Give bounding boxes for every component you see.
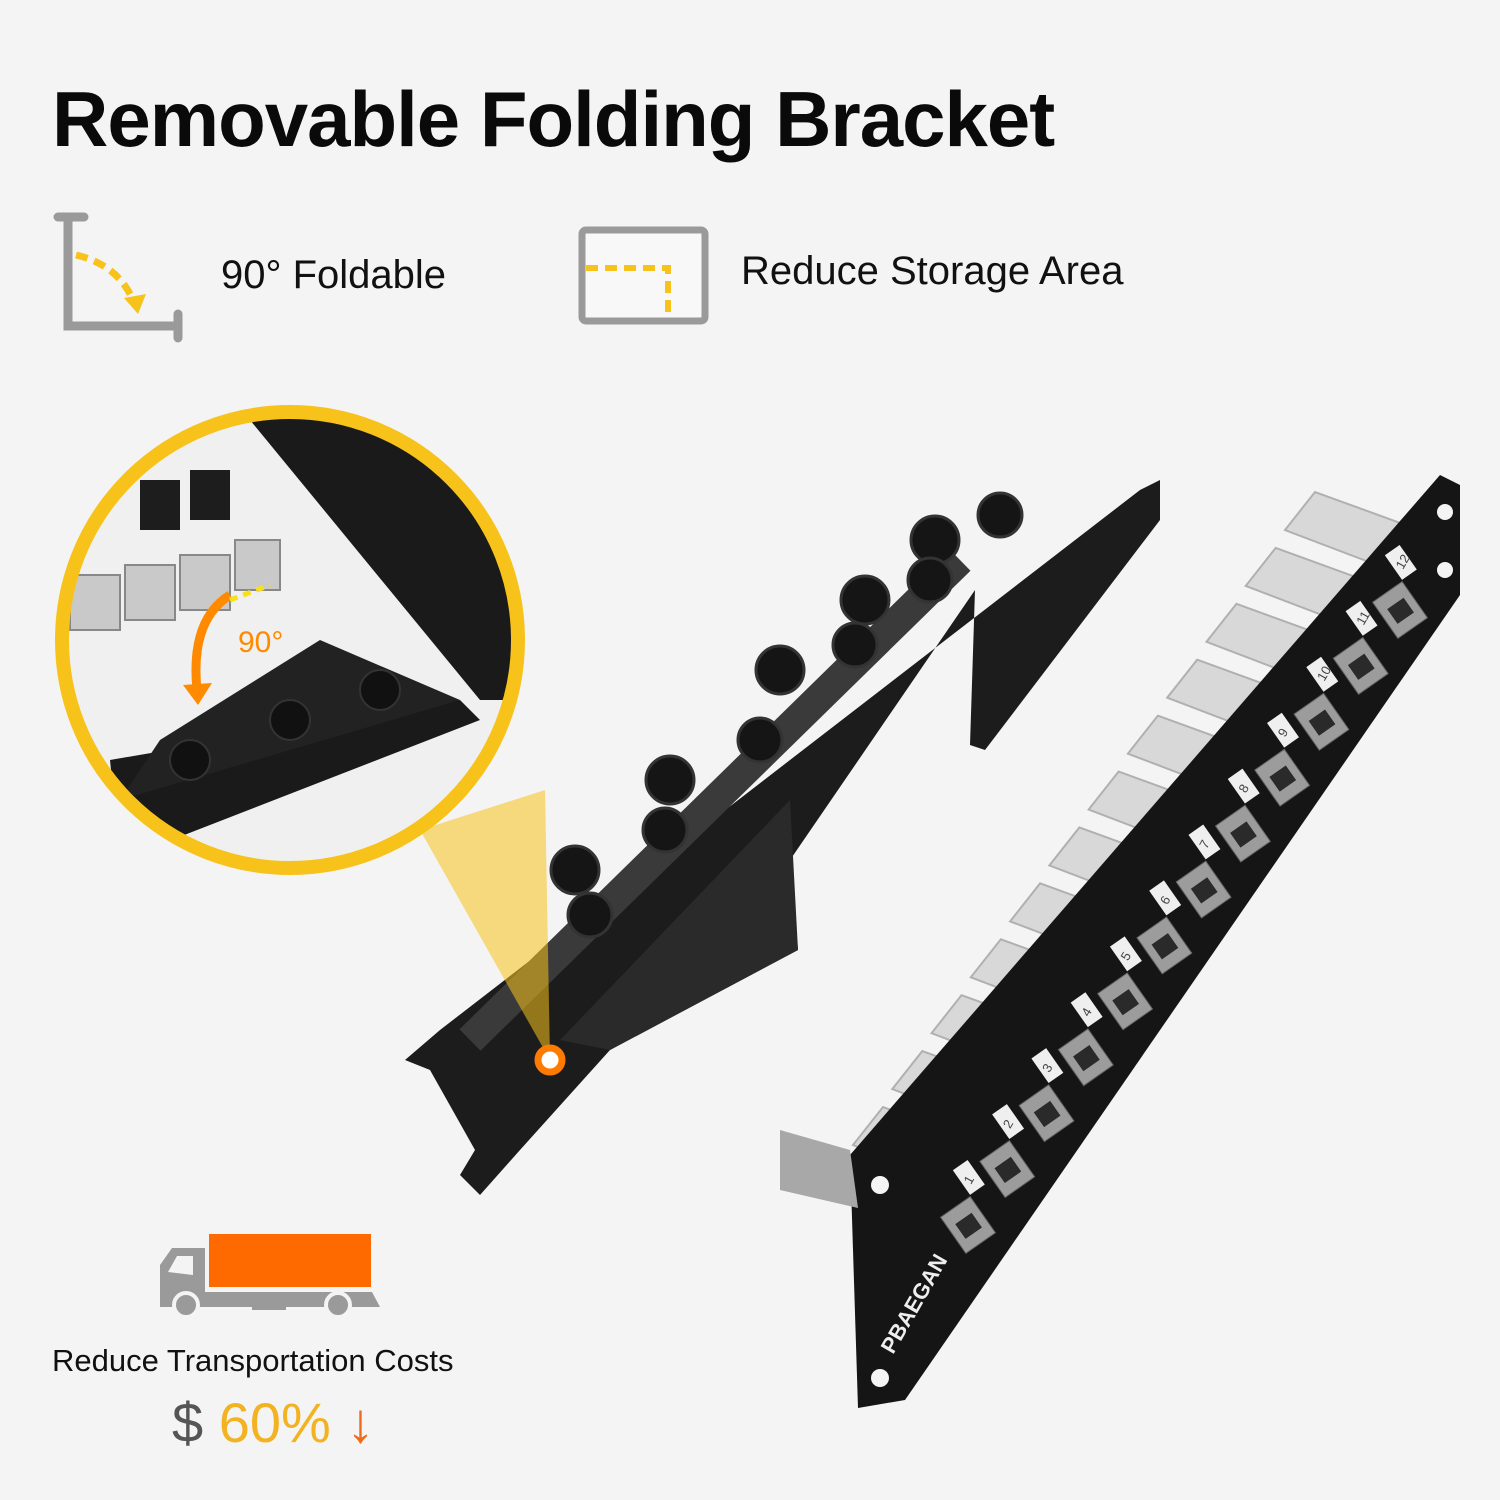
cost-reduction: $ 60% ↓ [172, 1390, 374, 1455]
port-label-strip [1345, 600, 1378, 636]
port-label-strip [952, 1159, 985, 1195]
feature-foldable-label: 90° Foldable [221, 253, 447, 297]
port-socket [1230, 821, 1257, 848]
feature-storage-label: Reduce Storage Area [741, 249, 1124, 293]
port-label-strip [992, 1104, 1025, 1139]
port-socket [1347, 653, 1375, 680]
currency-symbol: $ [172, 1391, 204, 1454]
port-label-strip [1227, 768, 1260, 804]
port-label-strip [1109, 936, 1142, 972]
port-socket [1033, 1100, 1061, 1128]
down-arrow-icon: ↓ [346, 1391, 375, 1454]
port-number: 10 [1314, 663, 1334, 683]
feature-transport-label: Reduce Transportation Costs [52, 1343, 454, 1378]
port-label-strip [1070, 992, 1103, 1028]
port-label-strip [1384, 544, 1417, 580]
port-label-strip [1188, 824, 1221, 860]
port-socket [1151, 933, 1179, 960]
folding-bracket [405, 480, 1160, 1195]
port-socket [994, 1156, 1022, 1184]
port-socket [1269, 765, 1297, 792]
zoom-cone [420, 790, 550, 1060]
page-title: Removable Folding Bracket [52, 75, 1055, 163]
port-socket [1308, 709, 1336, 736]
port-socket [1190, 877, 1218, 904]
pivot-point [534, 1044, 566, 1076]
port-number: 11 [1353, 608, 1373, 627]
port-socket [1073, 1044, 1100, 1072]
fold-angle-icon [53, 212, 183, 343]
port-socket [1387, 597, 1414, 624]
inset-zoom-circle [55, 405, 525, 875]
truck-icon [160, 1234, 380, 1319]
storage-area-icon [578, 226, 709, 325]
port-number: 12 [1392, 552, 1412, 572]
port-label-strip [1306, 656, 1339, 692]
cost-percent: 60% [218, 1391, 331, 1454]
port-socket [955, 1212, 982, 1239]
port-label-strip [1031, 1048, 1064, 1084]
inset-angle-label: 90° [238, 626, 283, 659]
port-socket [1112, 989, 1140, 1016]
port-label-strip [1149, 880, 1182, 916]
port-label-strip [1267, 712, 1299, 748]
